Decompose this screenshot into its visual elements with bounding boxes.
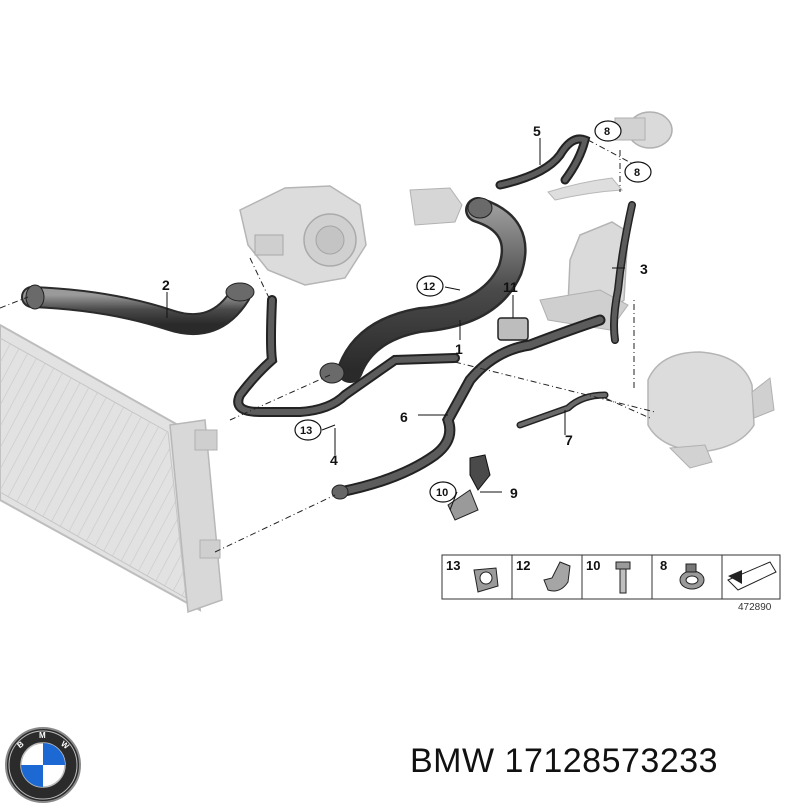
hose-6 (331, 314, 606, 500)
svg-text:B: B (15, 739, 25, 750)
callout-12-circle: 12 (416, 275, 444, 297)
svg-text:13: 13 (300, 425, 312, 437)
clamp-11 (497, 317, 529, 341)
callout-13-circle: 13 (294, 419, 322, 441)
reference-number: 472890 (738, 602, 772, 613)
svg-text:12: 12 (423, 281, 435, 293)
svg-text:8: 8 (634, 167, 640, 179)
callout-3: 3 (640, 261, 648, 277)
clip-12-icon (543, 561, 571, 592)
parts-legend: 13 12 10 8 472890 (441, 554, 781, 613)
radiator (0, 323, 223, 614)
callout-2: 2 (162, 277, 170, 293)
legend-item-12: 12 (516, 558, 530, 573)
hose-7 (516, 391, 609, 429)
callout-10-circle: 10 (429, 481, 457, 503)
svg-text:10: 10 (436, 487, 448, 499)
hose-3 (610, 201, 636, 344)
callout-8b-circle: 8 (624, 161, 652, 183)
callout-leaders (166, 138, 625, 511)
svg-text:8: 8 (604, 126, 610, 138)
expansion-tank (647, 351, 775, 469)
clamp-8-icon (679, 563, 705, 590)
thermostat-housing (239, 185, 367, 286)
bmw-roundel-icon: B M W (5, 727, 81, 803)
hose-4 (233, 295, 460, 417)
hose-1 (319, 197, 527, 384)
svg-text:W: W (59, 739, 71, 751)
pipe-fitting (409, 187, 463, 226)
clamp-13-icon (473, 567, 499, 593)
coolant-valve (547, 111, 673, 201)
hose-5 (495, 134, 591, 190)
bolt-10-icon (615, 561, 631, 594)
callout-5: 5 (533, 123, 541, 139)
legend-item-8: 8 (660, 558, 667, 573)
legend-item-13: 13 (446, 558, 460, 573)
part-number: 17128573233 (504, 742, 719, 780)
callout-9: 9 (510, 485, 518, 501)
bracket-9 (447, 454, 491, 521)
brand-part-number: BMW 17128573233 (410, 742, 795, 786)
brand-name: BMW (410, 742, 495, 780)
callout-1: 1 (455, 341, 463, 357)
callout-11: 11 (503, 279, 518, 295)
callout-4: 4 (330, 452, 338, 468)
leader-lines (0, 139, 656, 553)
callout-6: 6 (400, 409, 408, 425)
legend-item-10: 10 (586, 558, 600, 573)
direction-arrow-icon (727, 561, 777, 591)
svg-text:M: M (39, 731, 46, 740)
callout-8a-circle: 8 (594, 120, 622, 142)
callout-7: 7 (565, 432, 573, 448)
hose-2 (21, 282, 255, 336)
